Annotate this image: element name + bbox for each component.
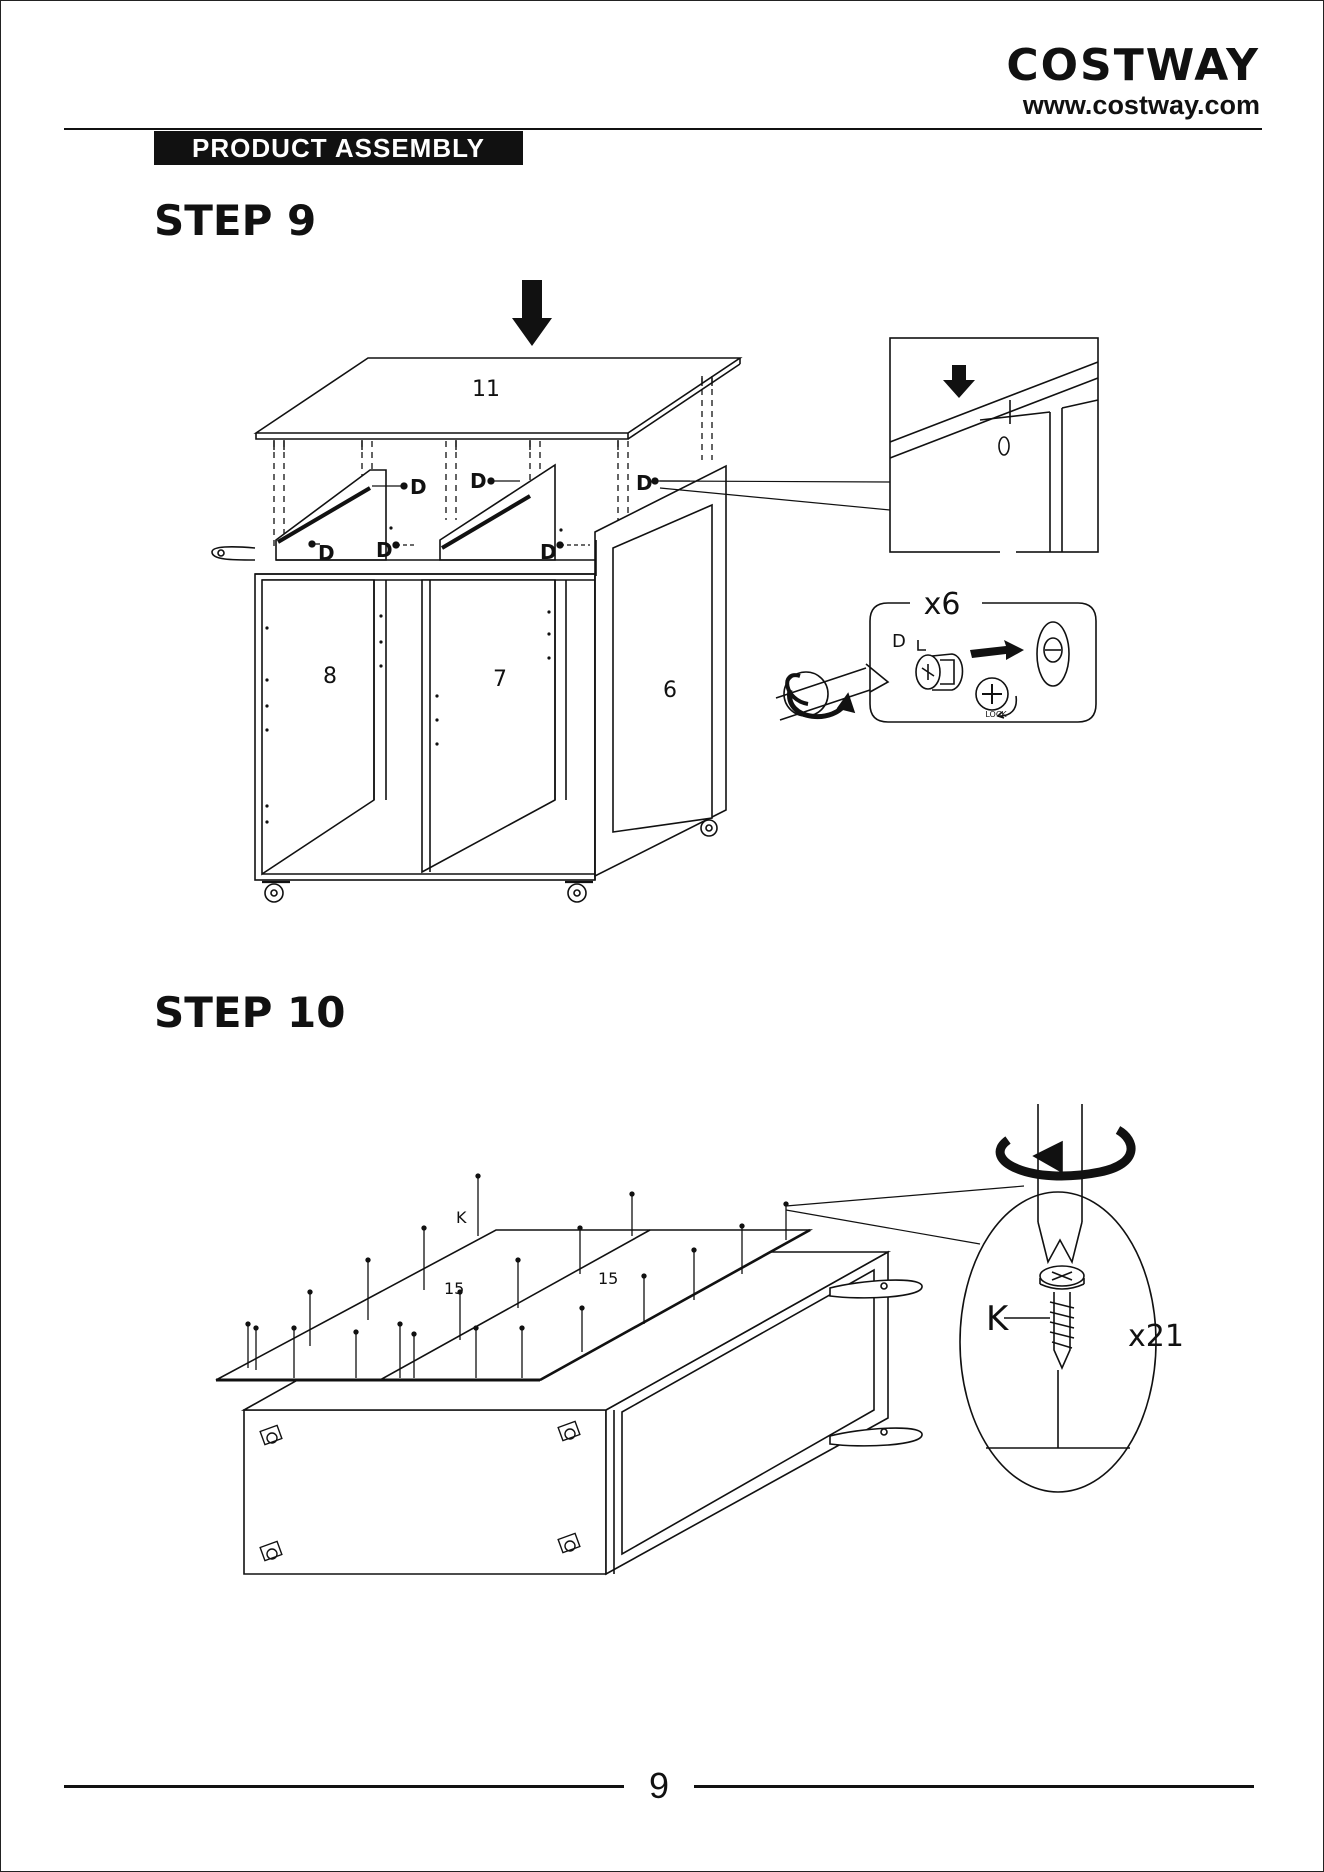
step9-diagram xyxy=(212,280,1098,902)
cam-detail-inset xyxy=(890,338,1098,552)
hardware-label-d: D xyxy=(470,469,487,493)
hardware-label-d: D xyxy=(410,475,427,499)
down-arrow-icon xyxy=(512,280,552,346)
part-label-8: 8 xyxy=(323,664,337,689)
hardware-label-k: K xyxy=(986,1299,1010,1339)
part-label-11: 11 xyxy=(472,377,500,402)
screw-detail-inset xyxy=(960,1104,1156,1492)
step10-diagram xyxy=(216,1104,1156,1574)
quantity-label: x6 xyxy=(924,587,961,622)
part-label-7: 7 xyxy=(493,667,507,692)
hardware-label-k: K xyxy=(456,1208,467,1227)
part-label-15: 15 xyxy=(598,1269,618,1288)
hardware-label-d: D xyxy=(892,631,906,652)
footer-rule-left xyxy=(64,1785,624,1788)
quantity-label: x21 xyxy=(1128,1319,1184,1354)
lock-label: LOCK xyxy=(985,710,1007,719)
hardware-label-d: D xyxy=(636,471,653,495)
cabinet-body xyxy=(212,465,726,902)
page-number: 9 xyxy=(624,1764,694,1808)
part-label-15: 15 xyxy=(444,1279,464,1298)
footer-rule-right xyxy=(694,1785,1254,1788)
hardware-label-d: D xyxy=(318,541,335,565)
hardware-label-d: D xyxy=(540,540,557,564)
part-label-6: 6 xyxy=(663,678,677,703)
rotate-arrow-icon xyxy=(1000,1130,1131,1176)
hardware-label-d: D xyxy=(376,538,393,562)
